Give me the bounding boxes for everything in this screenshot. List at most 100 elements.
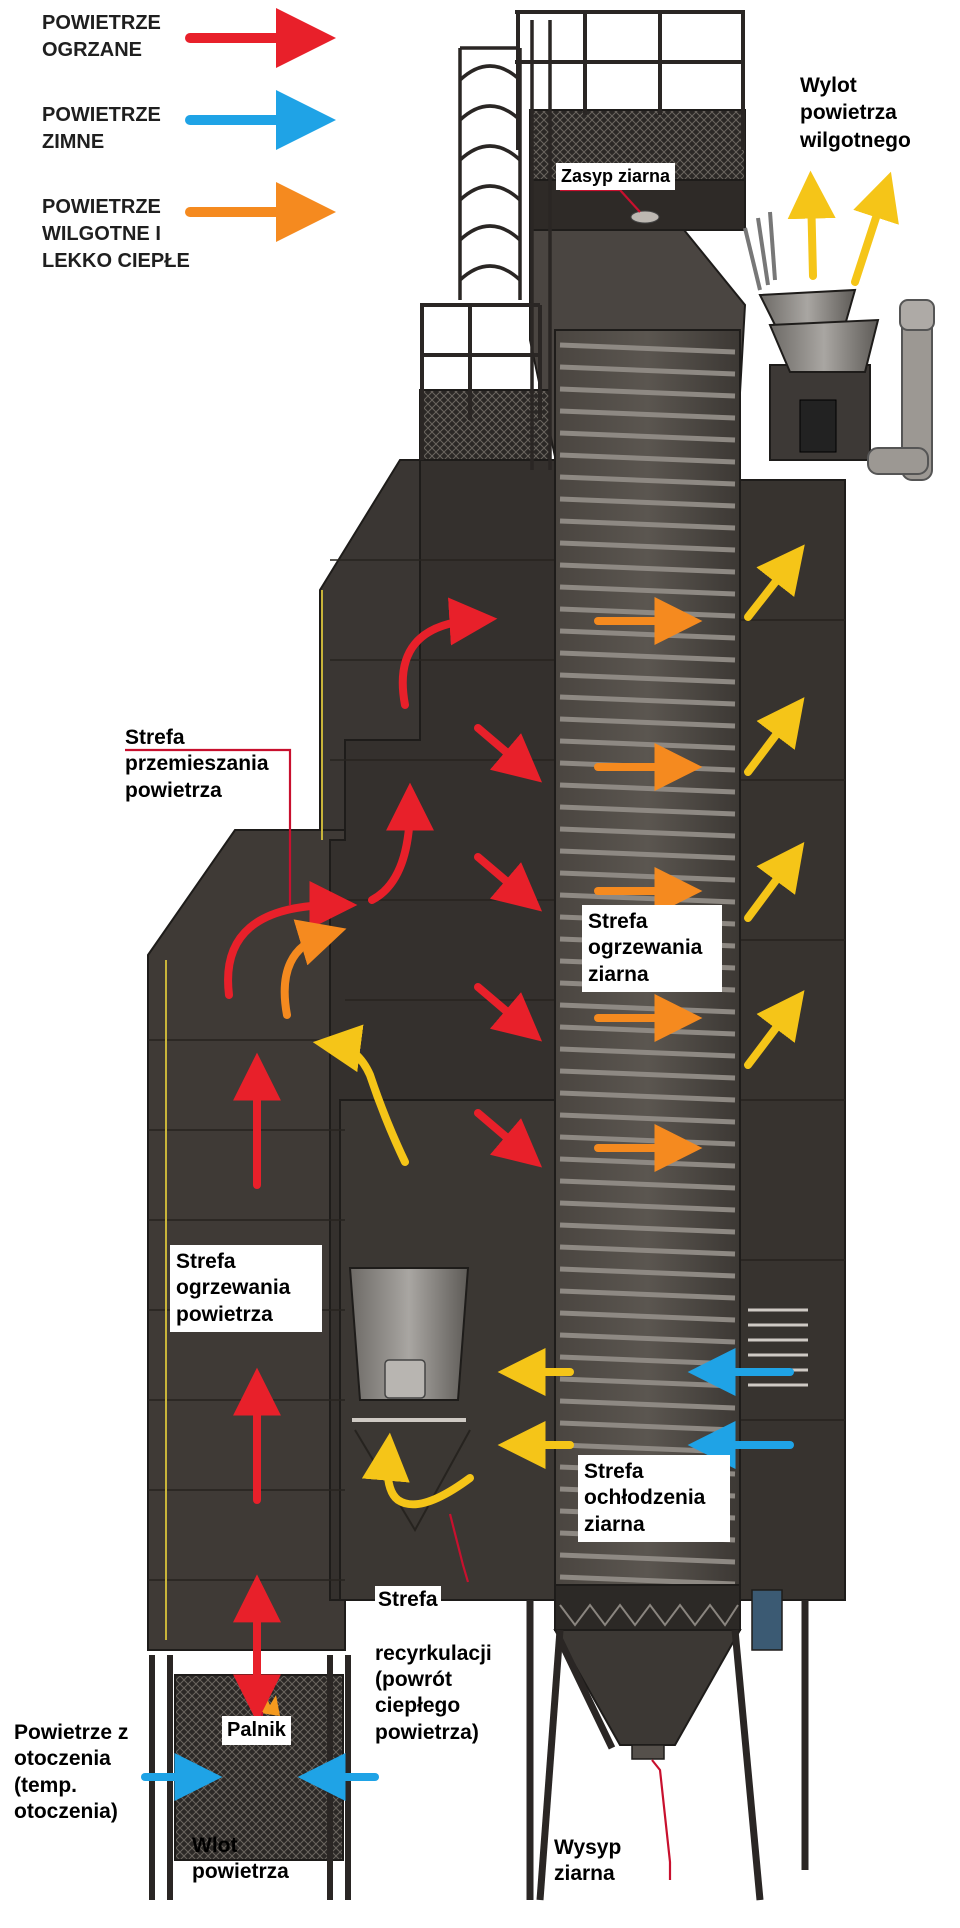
column-slat — [559, 672, 736, 685]
recirculation-air-loop — [361, 1432, 474, 1509]
column-slat — [559, 1156, 736, 1169]
control-box — [751, 1589, 783, 1651]
label-recirculation-rest: recyrkulacji (powrót ciepłego powietrza) — [375, 1641, 492, 1744]
column-slat — [559, 826, 736, 839]
label-cooling-zone: Strefa ochłodzenia ziarna — [578, 1455, 730, 1542]
column-slat — [559, 892, 736, 905]
legend-cold-label: POWIETRZE ZIMNE — [42, 104, 161, 153]
column-slat — [559, 1134, 736, 1147]
upper-landing-railing — [420, 303, 542, 460]
heated-air-into-column-4 — [474, 1109, 543, 1168]
recirculation-fan-cone — [348, 1267, 470, 1401]
column-slat — [559, 1068, 736, 1081]
column-slat — [559, 804, 736, 817]
legend-arrows — [185, 8, 336, 242]
column-slat — [559, 342, 736, 355]
column-slat — [559, 1112, 736, 1125]
column-slat — [559, 1046, 736, 1059]
callout-inlet-grain — [560, 188, 641, 213]
column-slat — [559, 1310, 736, 1323]
warm-air-exit-3 — [744, 842, 805, 922]
callout-recirculation — [448, 1513, 470, 1583]
air-heating-tower — [147, 829, 346, 1651]
outlet-fan-cone-upper — [758, 288, 857, 326]
discharge-teeth — [559, 1603, 739, 1627]
upper-landing — [419, 389, 551, 461]
legend-moist-label: POWIETRZE WILGOTNE I LEKKO CIEPŁE — [42, 196, 190, 272]
column-slat — [559, 848, 736, 861]
column-slat — [559, 1222, 736, 1235]
column-slat — [559, 1002, 736, 1015]
label-grain-heating-zone: Strefa ogrzewania ziarna — [582, 905, 722, 992]
label-recirculation-title: Strefa — [375, 1586, 441, 1615]
dryer-structure — [147, 10, 935, 1901]
column-slat — [559, 650, 736, 663]
column-slat — [559, 782, 736, 795]
warm-air-exit-2 — [744, 697, 805, 776]
label-burner: Palnik — [222, 1716, 291, 1745]
callout-mixing-zone — [125, 748, 292, 905]
outlet-fan-motor — [799, 399, 837, 453]
label-air-heating-zone: Strefa ogrzewania powietrza — [170, 1245, 322, 1332]
recirculation-fan-motor — [384, 1359, 426, 1399]
heated-air-up-top — [224, 881, 358, 999]
label-outlet: Wylot powietrza wilgotnego — [800, 74, 911, 152]
heated-air-rise-2 — [398, 597, 498, 709]
label-ambient-air: Powietrze z otoczenia (temp. otoczenia) — [14, 1721, 129, 1823]
column-slat — [559, 364, 736, 377]
column-slat — [559, 738, 736, 751]
top-platform-railing — [515, 10, 745, 150]
column-slat — [559, 870, 736, 883]
label-air-inlet: Wlot powietrza — [192, 1834, 289, 1884]
moist-air-mixing — [280, 919, 347, 1019]
heated-air-into-column-3 — [474, 983, 543, 1042]
outlet-fan-cone-lower — [768, 318, 880, 373]
outlet-air-right — [851, 171, 899, 286]
label-grain-outlet: Wysyp ziarna — [554, 1836, 622, 1886]
column-slat — [559, 562, 736, 575]
column-slat — [559, 716, 736, 729]
column-slat — [559, 628, 736, 641]
column-slat — [559, 1574, 736, 1587]
outlet-air-left — [787, 170, 836, 280]
column-slat — [559, 496, 736, 509]
column-slat — [559, 1398, 736, 1411]
column-slat — [559, 474, 736, 487]
column-slat — [559, 1244, 736, 1257]
legend-heated-label: POWIETRZE OGRZANE — [42, 12, 161, 61]
warm-air-exit-4 — [744, 990, 805, 1069]
exhaust-duct-top — [899, 299, 935, 331]
column-slat — [559, 430, 736, 443]
heated-air-into-column-1 — [474, 724, 543, 783]
column-slat — [559, 386, 736, 399]
support-legs — [526, 1600, 809, 1901]
caged-ladder — [458, 20, 552, 470]
label-grain-inlet: Zasyp ziarna — [556, 163, 676, 190]
right-air-chamber — [734, 479, 846, 1601]
label-recirculation-zone: Strefa recyrkulacji (powrót ciepłego pow… — [375, 1560, 492, 1746]
column-slat — [559, 518, 736, 531]
recirculation-air-rise — [312, 1024, 409, 1166]
heated-air-rise-1 — [368, 782, 434, 904]
column-slat — [559, 452, 736, 465]
column-slat — [559, 584, 736, 597]
column-slat — [559, 1090, 736, 1103]
column-slat — [559, 1288, 736, 1301]
column-slat — [559, 1552, 736, 1565]
column-slat — [559, 1024, 736, 1037]
heated-air-into-column-2 — [474, 853, 543, 912]
column-slat — [559, 408, 736, 421]
callout-grain-outlet — [651, 1759, 672, 1880]
label-mixing-zone: Strefa przemieszania powietrza — [125, 726, 269, 802]
outlet-fan-louvres — [743, 211, 777, 291]
exhaust-duct-horizontal — [867, 447, 929, 475]
column-slat — [559, 694, 736, 707]
column-slat — [559, 1200, 736, 1213]
bottom-hopper — [553, 1629, 742, 1746]
column-slat — [559, 1266, 736, 1279]
column-slat — [559, 1332, 736, 1345]
flow-arrows — [141, 170, 899, 1801]
column-slat — [559, 540, 736, 553]
